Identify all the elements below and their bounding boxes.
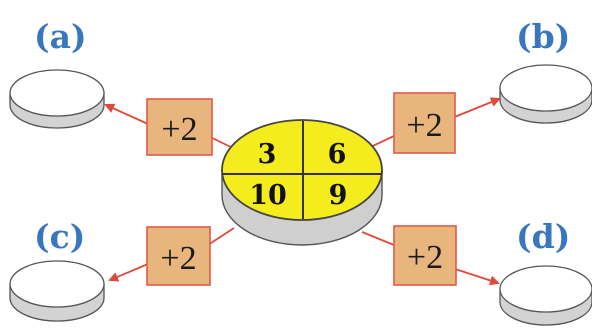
disc-b	[499, 64, 592, 124]
disc-c	[9, 260, 105, 322]
op-d-text: +2	[407, 239, 443, 276]
connector-c	[207, 227, 235, 246]
connector-d	[361, 231, 395, 246]
op-box-c: +2	[146, 226, 211, 286]
center-bottom-right: 9	[329, 180, 348, 211]
center-top-right: 6	[328, 139, 347, 170]
center-top-left: 3	[258, 139, 277, 170]
center-bottom-left: 10	[249, 180, 287, 211]
op-a-text: +2	[161, 111, 197, 148]
disc-a	[9, 69, 105, 129]
op-box-a: +2	[146, 98, 213, 156]
label-a: (a)	[34, 17, 87, 56]
arrow-a	[104, 103, 149, 125]
label-c: (c)	[34, 217, 85, 256]
op-b-text: +2	[406, 107, 442, 144]
arrow-c	[108, 263, 149, 282]
arrow-b	[451, 97, 501, 119]
arrow-d	[451, 267, 500, 286]
label-b: (b)	[516, 17, 570, 56]
op-c-text: +2	[160, 240, 196, 277]
disc-d	[499, 265, 592, 326]
label-d: (d)	[516, 217, 570, 256]
op-box-b: +2	[393, 92, 456, 154]
op-box-d: +2	[393, 225, 457, 286]
center-disc: 3 6 10 9	[221, 119, 383, 246]
